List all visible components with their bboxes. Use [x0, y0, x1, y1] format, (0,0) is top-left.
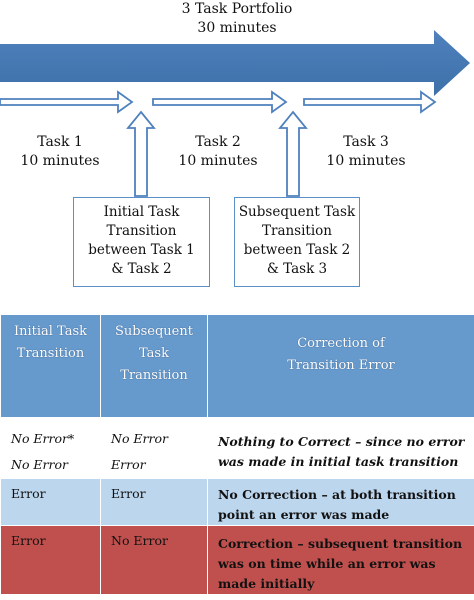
task2-name: Task 2: [195, 134, 241, 150]
subsequent-transition-line4: & Task 3: [266, 261, 328, 277]
task2-arrow: [152, 90, 288, 114]
row2-subsequent: Error: [100, 478, 208, 526]
subsequent-transition-line1: Subsequent Task: [238, 204, 356, 220]
row3-subsequent: No Error: [100, 525, 208, 595]
table-header-row: Initial Task Transition Subsequent Task …: [0, 314, 474, 418]
row2-initial: Error: [0, 478, 101, 526]
row3-initial: Error: [0, 525, 101, 595]
transition2-up-arrow: [278, 110, 308, 197]
task1-label: Task 1 10 minutes: [5, 133, 115, 171]
header-initial-task-transition: Initial Task Transition: [0, 314, 101, 418]
transition-error-table: Initial Task Transition Subsequent Task …: [0, 314, 474, 595]
initial-transition-line2: Transition: [106, 223, 177, 239]
task3-duration: 10 minutes: [326, 153, 406, 169]
portfolio-title-line1: 3 Task Portfolio: [181, 1, 293, 17]
task1-arrow: [0, 90, 134, 114]
portfolio-arrow: [0, 30, 470, 96]
task3-name: Task 3: [343, 134, 389, 150]
header-subsequent-task-transition: Subsequent Task Transition: [100, 314, 208, 418]
initial-transition-line3: between Task 1: [88, 242, 195, 258]
table-row: Error No Error Correction – subsequent t…: [0, 525, 474, 595]
row2-correction: No Correction – at both transition point…: [207, 478, 474, 526]
task3-label: Task 3 10 minutes: [311, 133, 421, 171]
table-row: No Error* No Error No Error Error Nothin…: [0, 417, 474, 479]
row3-correction: Correction – subsequent transition was o…: [207, 525, 474, 595]
row1-initial: No Error* No Error: [0, 417, 101, 479]
task3-arrow: [303, 90, 437, 114]
header-correction-of-transition-error: Correction of Transition Error: [207, 314, 474, 418]
portfolio-duration: 30 minutes: [197, 20, 277, 36]
portfolio-title: 3 Task Portfolio 30 minutes: [0, 0, 474, 38]
subsequent-transition-line3: between Task 2: [243, 242, 351, 258]
subsequent-transition-line2: Transition: [261, 223, 332, 239]
transition1-up-arrow: [126, 110, 156, 197]
task2-duration: 10 minutes: [178, 153, 258, 169]
timeline-arrows: [0, 30, 470, 197]
task2-label: Task 2 10 minutes: [163, 133, 273, 171]
initial-transition-box: Initial Task Transition between Task 1 &…: [73, 197, 210, 287]
task1-name: Task 1: [37, 134, 83, 150]
initial-transition-line4: & Task 2: [111, 261, 172, 277]
row1-correction: Nothing to Correct – since no error was …: [207, 417, 474, 479]
table-row: Error Error No Correction – at both tran…: [0, 478, 474, 526]
row1-subsequent: No Error Error: [100, 417, 208, 479]
subsequent-transition-box: Subsequent Task Transition between Task …: [234, 197, 360, 287]
initial-transition-line1: Initial Task: [103, 204, 180, 220]
task1-duration: 10 minutes: [20, 153, 100, 169]
